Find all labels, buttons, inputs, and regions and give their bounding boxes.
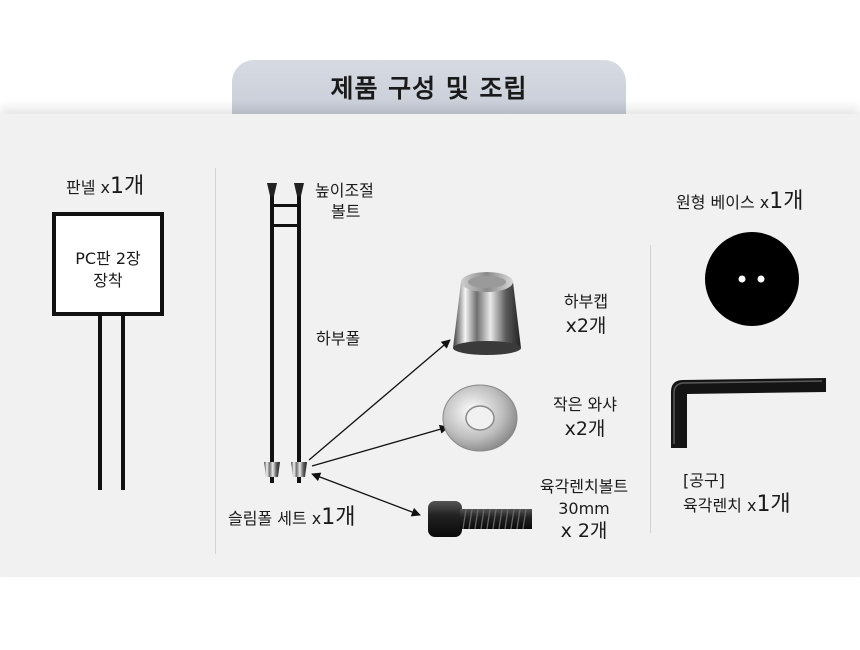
pole-set-label: 슬림폴 세트 x1개 [228,505,356,530]
panel-leg-right [121,316,125,490]
panel-label: 판넬 x1개 [66,174,145,199]
divider-right [650,245,651,533]
divider-left [215,168,216,554]
washer-illustration [442,384,518,452]
hex-bolt-illustration [428,501,532,537]
lower-cap-label: 하부캡 x2개 [563,292,609,337]
round-base-illustration [705,232,799,326]
hex-wrench-illustration [671,378,826,448]
hex-bolt-label: 육각렌치볼트 30mm x 2개 [539,477,629,542]
components-panel [0,114,860,577]
arrow-to-bolt [311,472,421,517]
tool-label: [공구] 육각렌치 x1개 [683,471,791,517]
arrow-to-cap [308,339,451,461]
slim-pole-illustration [264,183,307,483]
pc-panel-illustration: PC판 2장 장착 [52,212,164,316]
height-bolt-label: 높이조절 볼트 [315,181,374,221]
round-base-label: 원형 베이스 x1개 [676,189,804,214]
lower-cap-illustration [453,272,521,355]
panel-leg-left [98,316,102,490]
section-title: 제품 구성 및 조립 [232,60,626,114]
washer-label: 작은 와샤 x2개 [553,395,617,440]
arrow-to-washer [311,424,449,467]
lower-pole-label: 하부폴 [316,329,361,348]
pc-panel-text: PC판 2장 장착 [75,249,141,290]
